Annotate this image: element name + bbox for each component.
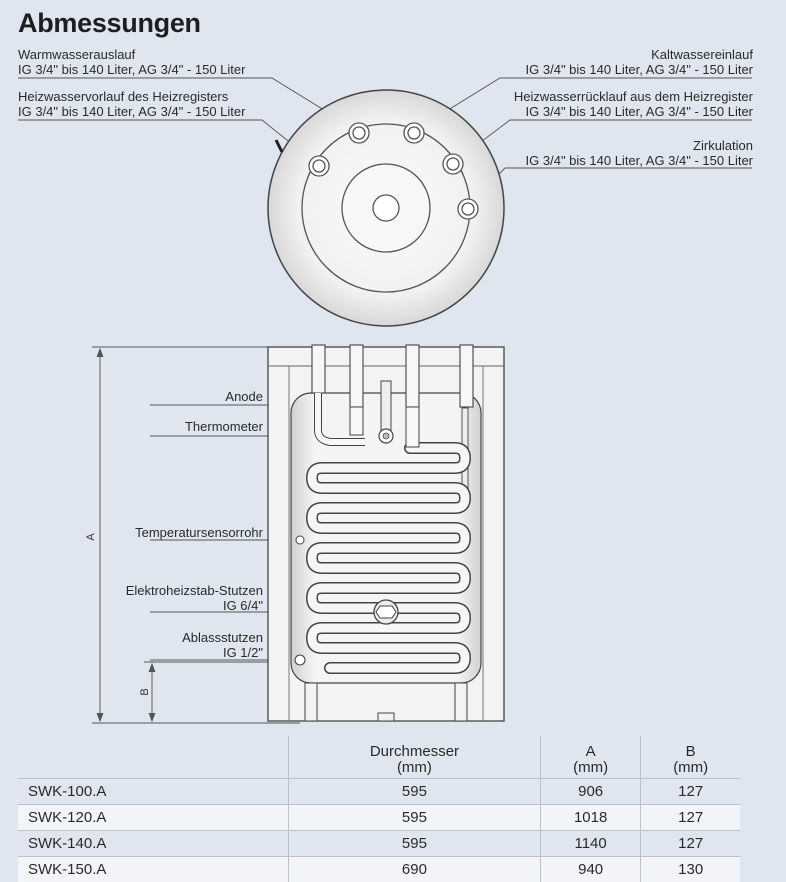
cell-a: 940: [540, 857, 641, 882]
header-model: [18, 736, 289, 779]
dimension-b-label: B: [139, 688, 151, 695]
cell-b: 130: [641, 857, 740, 882]
cell-a: 1018: [540, 805, 641, 831]
cell-b: 127: [641, 779, 740, 805]
table-header-row: Durchmesser (mm) A (mm) B (mm): [18, 736, 740, 779]
table-row: SWK-120.A 595 1018 127: [18, 805, 740, 831]
table-row: SWK-100.A 595 906 127: [18, 779, 740, 805]
leader-zirkulation: [468, 168, 752, 205]
cell-durchmesser: 595: [289, 831, 541, 857]
cell-model: SWK-150.A: [18, 857, 289, 882]
dimension-a-label: A: [85, 533, 97, 541]
cell-b: 127: [641, 805, 740, 831]
anode-rod: [381, 381, 391, 433]
cell-model: SWK-120.A: [18, 805, 289, 831]
boiler-diagram: A B: [0, 0, 786, 735]
top-view-center-dome-inner: [373, 195, 399, 221]
cell-durchmesser: 690: [289, 857, 541, 882]
header-a: A (mm): [540, 736, 641, 779]
cell-model: SWK-140.A: [18, 831, 289, 857]
cell-durchmesser: 595: [289, 805, 541, 831]
table-row: SWK-140.A 595 1140 127: [18, 831, 740, 857]
side-view: [268, 345, 504, 721]
specs-table: Durchmesser (mm) A (mm) B (mm) SWK-100.A…: [18, 736, 740, 882]
return-pipe: [406, 407, 419, 447]
top-view: [268, 90, 504, 326]
leader-ruecklauf: [453, 120, 752, 163]
cell-b: 127: [641, 831, 740, 857]
cell-a: 906: [540, 779, 641, 805]
leader-vorlauf: [18, 120, 318, 165]
cell-durchmesser: 595: [289, 779, 541, 805]
cell-a: 1140: [540, 831, 641, 857]
cell-model: SWK-100.A: [18, 779, 289, 805]
header-durchmesser: Durchmesser (mm): [289, 736, 541, 779]
table-row: SWK-150.A 690 940 130: [18, 857, 740, 882]
temperatursensor-port: [296, 536, 304, 544]
top-view-tab: [276, 140, 282, 152]
header-b: B (mm): [641, 736, 740, 779]
ablassstutzen-port: [295, 655, 305, 665]
